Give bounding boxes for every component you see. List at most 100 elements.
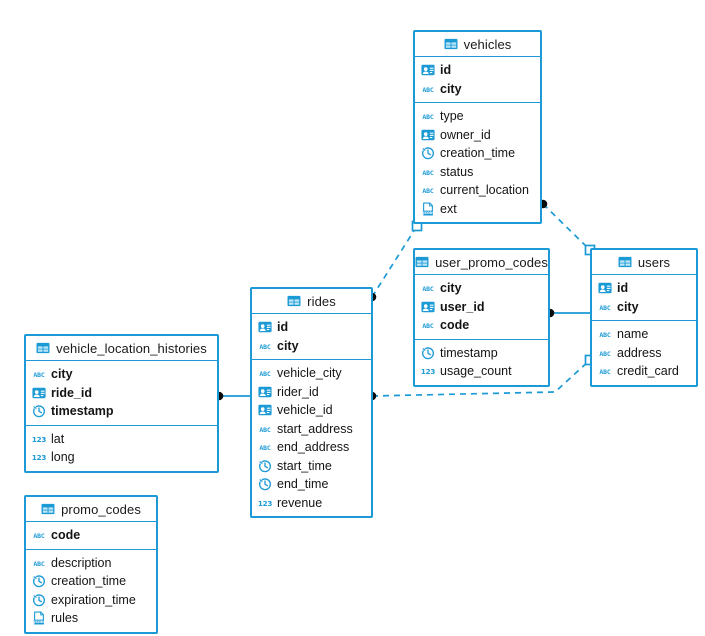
column-row-long[interactable]: 123 long: [26, 448, 217, 467]
table-header-vehicle_location_histories[interactable]: vehicle_location_histories: [26, 336, 217, 361]
table-header-vehicles[interactable]: vehicles: [415, 32, 540, 57]
clock-icon: [32, 575, 45, 588]
column-name: lat: [51, 431, 65, 446]
column-name: rider_id: [277, 384, 319, 399]
column-name: creation_time: [440, 146, 516, 161]
table-header-user_promo_codes[interactable]: user_promo_codes: [415, 250, 548, 275]
column-name: revenue: [277, 495, 323, 510]
column-row-expiration_time[interactable]: expiration_time: [26, 591, 156, 610]
column-name: usage_count: [440, 364, 512, 379]
column-name: address: [617, 345, 662, 360]
column-row-usage_count[interactable]: 123 usage_count: [415, 362, 548, 381]
primary-key-row-user_id[interactable]: user_id: [415, 298, 548, 317]
column-name: name: [617, 327, 649, 342]
relationship-line-vehicles-to-users[interactable]: [542, 203, 591, 251]
svg-text:JSON: JSON: [33, 620, 44, 624]
column-row-name[interactable]: ABC name: [592, 325, 696, 344]
primary-key-row-id[interactable]: id: [252, 318, 371, 337]
column-name: city: [440, 281, 462, 296]
column-name: ext: [440, 201, 457, 216]
column-row-revenue[interactable]: 123 revenue: [252, 494, 371, 513]
column-row-timestamp[interactable]: timestamp: [415, 344, 548, 363]
json-file-icon: JSON: [422, 202, 433, 216]
primary-key-row-timestamp[interactable]: timestamp: [26, 402, 217, 421]
column-name: owner_id: [440, 127, 491, 142]
svg-text:ABC: ABC: [33, 371, 44, 379]
table-header-rides[interactable]: rides: [252, 289, 371, 314]
svg-text:123: 123: [258, 499, 272, 508]
column-name: user_id: [440, 299, 485, 314]
svg-text:ABC: ABC: [33, 560, 44, 568]
column-row-owner_id[interactable]: owner_id: [415, 126, 540, 145]
column-row-ext[interactable]: JSON ext: [415, 200, 540, 219]
primary-key-row-id[interactable]: id: [415, 61, 540, 80]
table-grid-icon: [36, 342, 50, 354]
column-name: timestamp: [51, 404, 114, 419]
table-title: users: [637, 254, 671, 270]
primary-key-row-id[interactable]: id: [592, 279, 696, 298]
table-header-promo_codes[interactable]: promo_codes: [26, 497, 156, 522]
column-row-rider_id[interactable]: rider_id: [252, 383, 371, 402]
id-card-icon: [32, 387, 46, 398]
table-title: promo_codes: [61, 501, 141, 517]
column-name: expiration_time: [51, 592, 136, 607]
svg-text:ABC: ABC: [599, 331, 610, 339]
number-123-icon: 123: [258, 499, 272, 508]
number-123-icon: 123: [421, 367, 435, 376]
table-title: vehicles: [463, 36, 512, 52]
abc-text-icon: ABC: [599, 304, 611, 312]
clock-icon: [421, 347, 434, 360]
abc-text-icon: ABC: [33, 560, 45, 568]
relationship-line-rides-to-vehicles[interactable]: [371, 225, 418, 298]
column-row-start_time[interactable]: start_time: [252, 457, 371, 476]
abc-text-icon: ABC: [259, 370, 271, 378]
id-card-icon: [421, 65, 435, 76]
column-row-creation_time[interactable]: creation_time: [415, 144, 540, 163]
column-name: end_time: [277, 477, 329, 492]
column-name: timestamp: [440, 345, 498, 360]
abc-text-icon: ABC: [259, 426, 271, 434]
number-123-icon: 123: [32, 453, 46, 462]
table-grid-icon: [618, 256, 632, 268]
column-row-vehicle_id[interactable]: vehicle_id: [252, 401, 371, 420]
column-row-creation_time[interactable]: creation_time: [26, 572, 156, 591]
primary-key-row-ride_id[interactable]: ride_id: [26, 384, 217, 403]
table-header-users[interactable]: users: [592, 250, 696, 275]
abc-text-icon: ABC: [599, 368, 611, 376]
svg-text:ABC: ABC: [422, 322, 433, 330]
clock-icon: [258, 460, 271, 473]
column-row-end_time[interactable]: end_time: [252, 475, 371, 494]
clock-icon: [421, 147, 434, 160]
column-name: long: [51, 450, 75, 465]
abc-text-icon: ABC: [422, 322, 434, 330]
abc-text-icon: ABC: [422, 113, 434, 121]
